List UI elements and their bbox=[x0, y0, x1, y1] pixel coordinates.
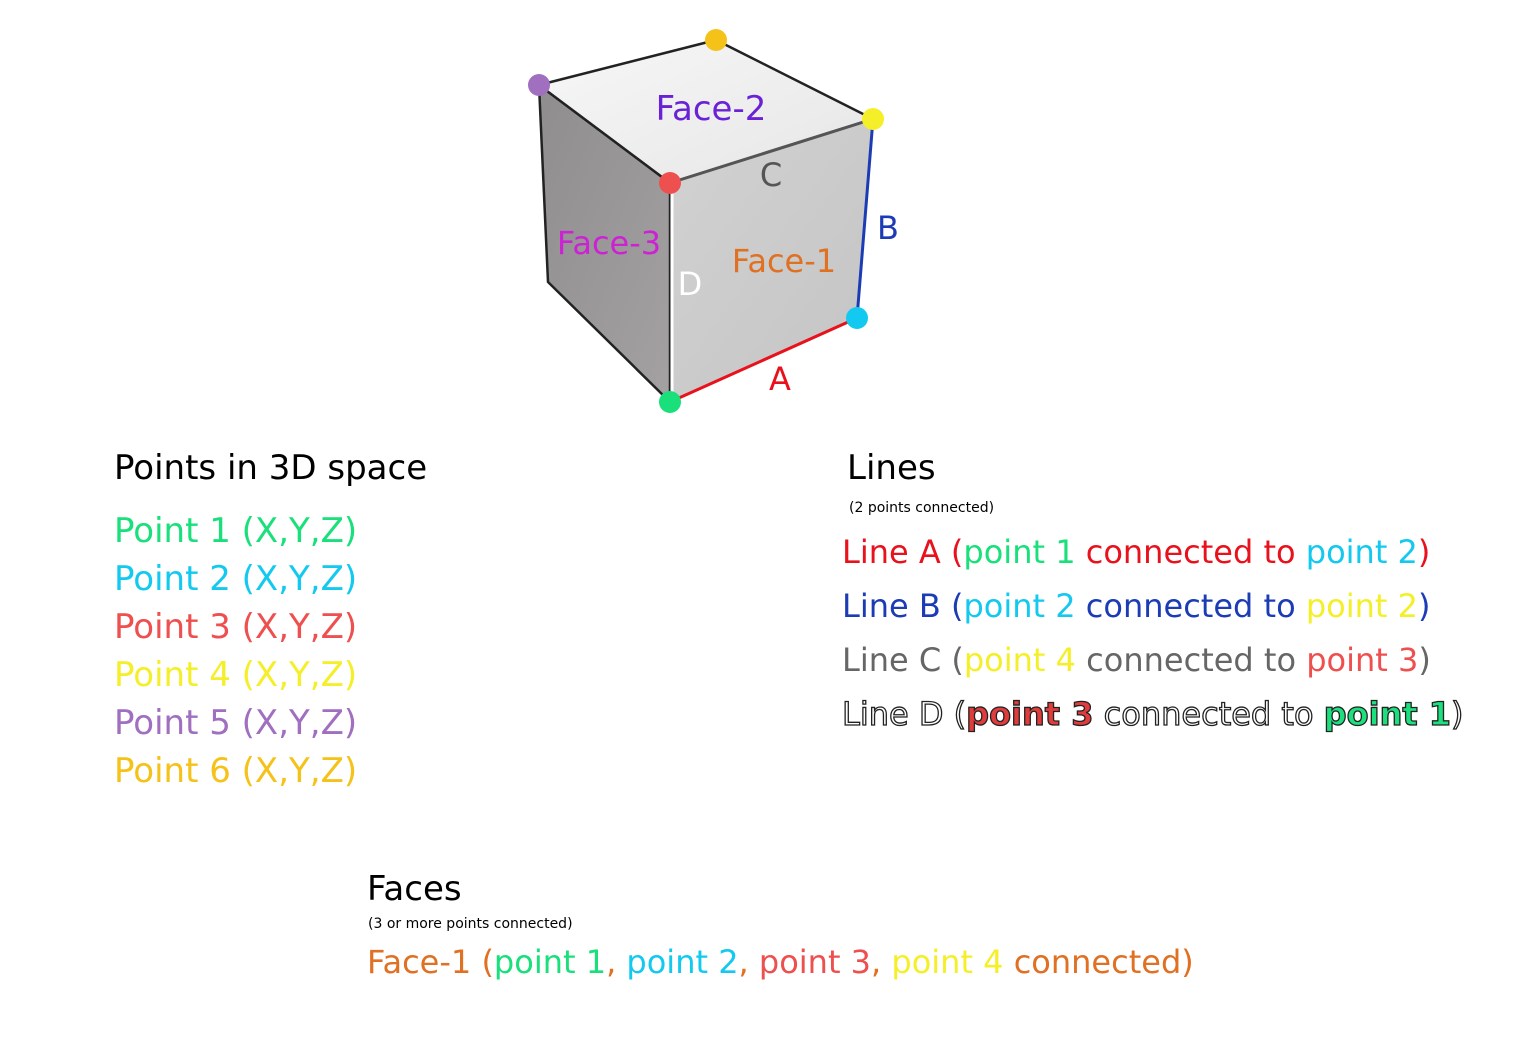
edge-b-label: B bbox=[877, 209, 899, 247]
point-label: Point 2 bbox=[114, 559, 231, 599]
line-a-connected: connected to bbox=[1085, 533, 1296, 571]
line-d-entry: Line D (point 3 connected to point 1) bbox=[841, 695, 1464, 733]
face-1-p2: point 2 bbox=[626, 943, 739, 981]
lines-subtitle: (2 points connected) bbox=[849, 500, 995, 516]
line-b-p2: point 2 bbox=[1305, 587, 1418, 625]
edge-c bbox=[669, 117, 874, 185]
point-label: Point 6 bbox=[114, 751, 231, 791]
faces-title: Faces bbox=[367, 869, 462, 909]
line-b-p1: point 2 bbox=[963, 587, 1076, 625]
edge-b bbox=[855, 118, 875, 319]
lines-title: Lines bbox=[847, 448, 936, 488]
line-d-p1: point 3 bbox=[966, 695, 1095, 733]
face-1-name: Face-1 bbox=[367, 943, 472, 981]
line-b-connected: connected to bbox=[1085, 587, 1296, 625]
cube-diagram: Face-2 Face-3 Face-1 C B D A bbox=[528, 29, 899, 413]
line-c-p1: point 4 bbox=[963, 641, 1076, 679]
edge-d-label: D bbox=[678, 265, 703, 303]
line-b-entry: Line B (point 2 connected to point 2) bbox=[842, 587, 1431, 625]
edge-c-label: C bbox=[760, 156, 782, 194]
face-3-label: Face-3 bbox=[557, 224, 661, 262]
edge-a-label: A bbox=[769, 360, 791, 398]
point-entry: Point 4 (X,Y,Z) bbox=[114, 658, 357, 692]
point-entry: Point 1 (X,Y,Z) bbox=[114, 514, 357, 548]
point-entry: Point 2 (X,Y,Z) bbox=[114, 562, 357, 596]
face-1-p1: point 1 bbox=[493, 943, 607, 981]
point-entry: Point 5 (X,Y,Z) bbox=[114, 706, 357, 740]
point-coords: (X,Y,Z) bbox=[241, 511, 358, 551]
line-c-entry: Line C (point 4 connected to point 3) bbox=[842, 641, 1431, 679]
vertex-point-1 bbox=[659, 391, 681, 413]
face-1-label: Face-1 bbox=[732, 242, 836, 280]
point-coords: (X,Y,Z) bbox=[241, 703, 358, 743]
point-entry: Point 3 (X,Y,Z) bbox=[114, 610, 357, 644]
face-1-entry: Face-1 (point 1, point 2, point 3, point… bbox=[367, 943, 1194, 981]
point-entry: Point 6 (X,Y,Z) bbox=[114, 754, 357, 788]
line-d-p2: point 1 bbox=[1323, 695, 1452, 733]
line-c-connected: connected to bbox=[1086, 641, 1297, 679]
face-2-label: Face-2 bbox=[656, 89, 767, 129]
point-label: Point 5 bbox=[114, 703, 231, 743]
vertex-point-6 bbox=[705, 29, 727, 51]
line-c-p2: point 3 bbox=[1306, 641, 1419, 679]
line-a-name: Line A bbox=[842, 533, 941, 571]
vertex-point-2 bbox=[846, 307, 868, 329]
face-1-p3: point 3 bbox=[758, 943, 872, 981]
line-d-connected: connected to bbox=[1103, 695, 1314, 733]
line-b-name: Line B bbox=[842, 587, 941, 625]
point-label: Point 1 bbox=[114, 511, 231, 551]
points-title: Points in 3D space bbox=[114, 448, 428, 488]
point-coords: (X,Y,Z) bbox=[241, 655, 358, 695]
point-coords: (X,Y,Z) bbox=[241, 751, 358, 791]
point-coords: (X,Y,Z) bbox=[241, 559, 358, 599]
point-label: Point 3 bbox=[114, 607, 231, 647]
line-a-p2: point 2 bbox=[1305, 533, 1418, 571]
faces-subtitle: (3 or more points connected) bbox=[368, 916, 573, 932]
line-a-p1: point 1 bbox=[963, 533, 1076, 571]
face-1-suffix: connected) bbox=[1013, 943, 1194, 981]
vertex-point-5 bbox=[528, 74, 550, 96]
point-coords: (X,Y,Z) bbox=[241, 607, 358, 647]
vertex-point-3 bbox=[659, 172, 681, 194]
line-c-name: Line C bbox=[842, 641, 942, 679]
line-a-entry: Line A (point 1 connected to point 2) bbox=[842, 533, 1431, 571]
face-1-p4: point 4 bbox=[891, 943, 1004, 981]
vertex-point-4 bbox=[862, 108, 884, 130]
point-label: Point 4 bbox=[114, 655, 231, 695]
edge-a bbox=[669, 316, 858, 404]
line-d-name: Line D bbox=[841, 695, 944, 733]
